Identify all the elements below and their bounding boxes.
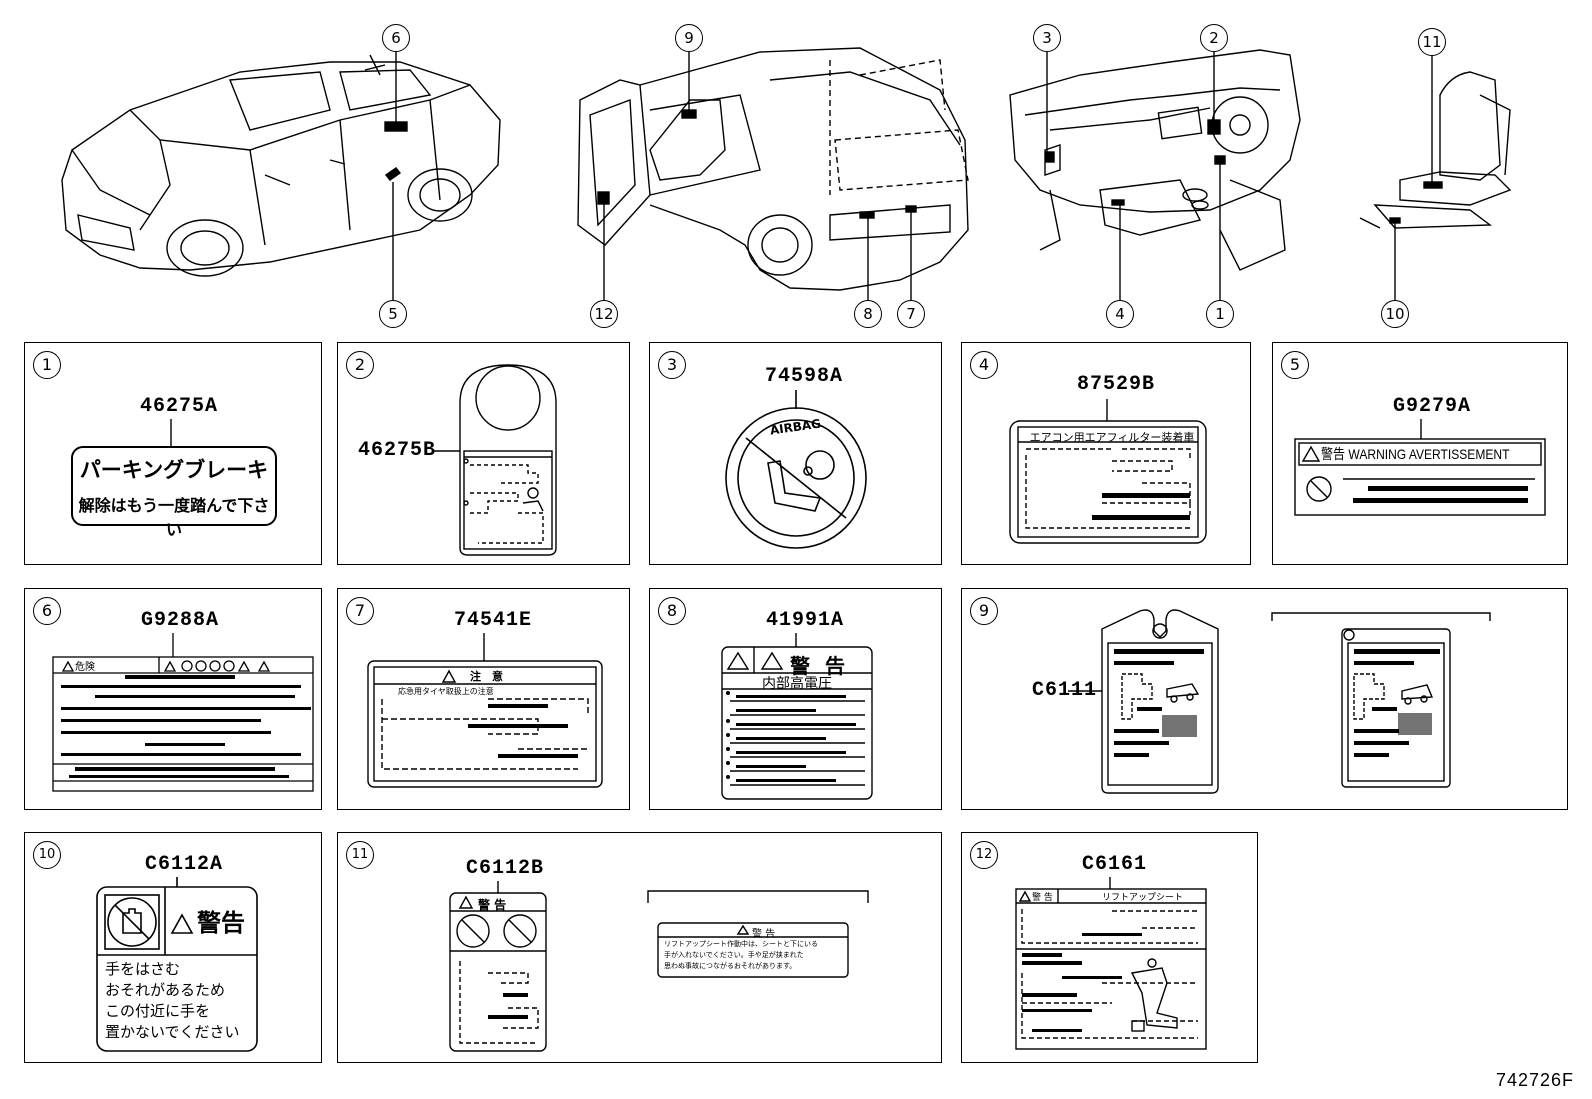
callout-5: 5 xyxy=(379,300,407,328)
callout-12: 12 xyxy=(590,300,618,328)
callout-1: 1 xyxy=(1206,300,1234,328)
panel-10: 10 C6112A 警告 手をはさむ おそれがあるため この付近に手を 置かない… xyxy=(24,832,322,1063)
panel-number: 6 xyxy=(33,597,61,625)
callout-6: 6 xyxy=(382,24,410,52)
caution-subheader: 応急用タイヤ取扱上の注意 xyxy=(398,687,494,696)
panel-11: 11 C6112B 警 告 警 告 リフトアップシート作動中は、シートと下にいる… xyxy=(337,832,942,1063)
parking-brake-label: パーキングブレーキ 解除はもう一度踏んで下さい xyxy=(71,446,277,539)
high-voltage-text: 内部高電圧 xyxy=(762,676,832,692)
warning-title-left: 警 告 xyxy=(478,898,507,912)
high-voltage-label xyxy=(721,633,873,800)
part-code: C6112A xyxy=(145,853,224,876)
panel-3: 3 74598A AIRBAG xyxy=(649,342,942,565)
panel-number: 3 xyxy=(658,351,686,379)
panel-number: 5 xyxy=(1281,351,1309,379)
panel-number: 12 xyxy=(970,841,998,869)
panel-8: 8 41991A xyxy=(649,588,942,810)
spare-tire-label xyxy=(367,633,603,788)
panel-number: 2 xyxy=(346,351,374,379)
lift-seat-warning-labels xyxy=(449,881,869,1052)
vehicle-illustrations xyxy=(61,47,1512,302)
label-text-line1: パーキングブレーキ xyxy=(79,458,269,482)
lift-seat-illustration xyxy=(1359,52,1512,302)
part-code: 41991A xyxy=(766,609,845,632)
callout-10: 10 xyxy=(1381,300,1409,328)
warning-text: 警告 WARNING AVERTISSEMENT xyxy=(1321,446,1510,462)
label-title: エアコン用エアフィルター装着車 xyxy=(1029,431,1195,444)
seat-tag-labels xyxy=(1068,609,1491,794)
warning-title: 警 告 xyxy=(790,654,849,678)
part-code: 87529B xyxy=(1077,373,1156,396)
part-code: C6112B xyxy=(466,857,545,880)
car-rear-illustration xyxy=(577,47,969,302)
panel-2: 2 46275B xyxy=(337,342,630,565)
panel-number: 10 xyxy=(33,841,61,869)
callout-2: 2 xyxy=(1200,24,1228,52)
part-code: C6111 xyxy=(1032,679,1098,702)
warning-title: 警告 xyxy=(197,909,245,937)
notice-line2: 手が入れないでください。手や足が挟まれた xyxy=(664,951,804,959)
warning-title-right: 警 告 xyxy=(752,929,776,940)
part-code: C6161 xyxy=(1082,853,1148,876)
header-left: 警 告 xyxy=(1032,893,1053,903)
hand-warning-text: 手をはさむ おそれがあるため この付近に手を 置かないでください xyxy=(105,959,255,1043)
panel-12: 12 C6161 警 告 リフトアップシート xyxy=(961,832,1258,1063)
header-right: リフトアップシート xyxy=(1102,893,1184,903)
callout-8: 8 xyxy=(854,300,882,328)
dashboard-interior-illustration xyxy=(1009,49,1301,302)
panel-number: 8 xyxy=(658,597,686,625)
callout-4: 4 xyxy=(1106,300,1134,328)
label-text-line2: 解除はもう一度踏んで下さい xyxy=(78,496,270,539)
airbag-text: AIRBAG xyxy=(769,417,822,438)
car-exterior-illustration xyxy=(61,52,501,300)
caution-header: 注 意 xyxy=(470,670,503,683)
callout-3: 3 xyxy=(1033,24,1061,52)
panel-number: 7 xyxy=(346,597,374,625)
lift-up-seat-label xyxy=(1015,877,1207,1050)
leader-line xyxy=(170,419,172,446)
air-filter-label xyxy=(1009,399,1207,544)
part-code: G9279A xyxy=(1393,395,1472,418)
part-code: 46275A xyxy=(140,395,219,418)
notice-line1: リフトアップシート作動中は、シートと下にいる xyxy=(664,940,818,948)
panel-number: 1 xyxy=(33,351,61,379)
body-line4: 置かないでください xyxy=(105,1023,240,1041)
callout-9: 9 xyxy=(675,24,703,52)
panel-number: 4 xyxy=(970,351,998,379)
warning-label xyxy=(1294,419,1546,516)
body-line3: この付近に手を xyxy=(105,1002,211,1020)
hand-pinch-label xyxy=(96,877,258,1052)
panel-number: 9 xyxy=(970,597,998,625)
part-code: 46275B xyxy=(358,439,437,462)
notice-line3: 思わぬ事故につながるおそれがあります。 xyxy=(664,962,797,970)
panel-9: 9 C6111 xyxy=(961,588,1568,810)
panel-6: 6 G9288A 危険 xyxy=(24,588,322,810)
callout-7: 7 xyxy=(897,300,925,328)
hang-tag-label xyxy=(432,364,557,556)
lift-seat-notice: リフトアップシート作動中は、シートと下にいる 手が入れないでください。手や足が挟… xyxy=(664,939,844,972)
part-code: 74541E xyxy=(454,609,533,632)
callout-11: 11 xyxy=(1418,28,1446,56)
airbag-seal: AIRBAG xyxy=(725,390,867,549)
panel-5: 5 G9279A 警告 WARNING AVERTISSEMENT xyxy=(1272,342,1568,565)
hazard-header: 危険 xyxy=(75,662,95,673)
part-code: 74598A xyxy=(765,365,844,388)
hazard-label xyxy=(52,633,314,792)
panel-4: 4 87529B エアコン用エアフィルター装着車 xyxy=(961,342,1251,565)
part-code: G9288A xyxy=(141,609,220,632)
panel-7: 7 74541E 注 意 応急用タイヤ取扱上の注意 xyxy=(337,588,630,810)
body-line2: おそれがあるため xyxy=(105,981,226,999)
body-line1: 手をはさむ xyxy=(105,960,181,978)
diagram-id: 742726F xyxy=(1495,1070,1574,1090)
panel-1: 1 46275A パーキングブレーキ 解除はもう一度踏んで下さい xyxy=(24,342,322,565)
panel-number: 11 xyxy=(346,841,374,869)
